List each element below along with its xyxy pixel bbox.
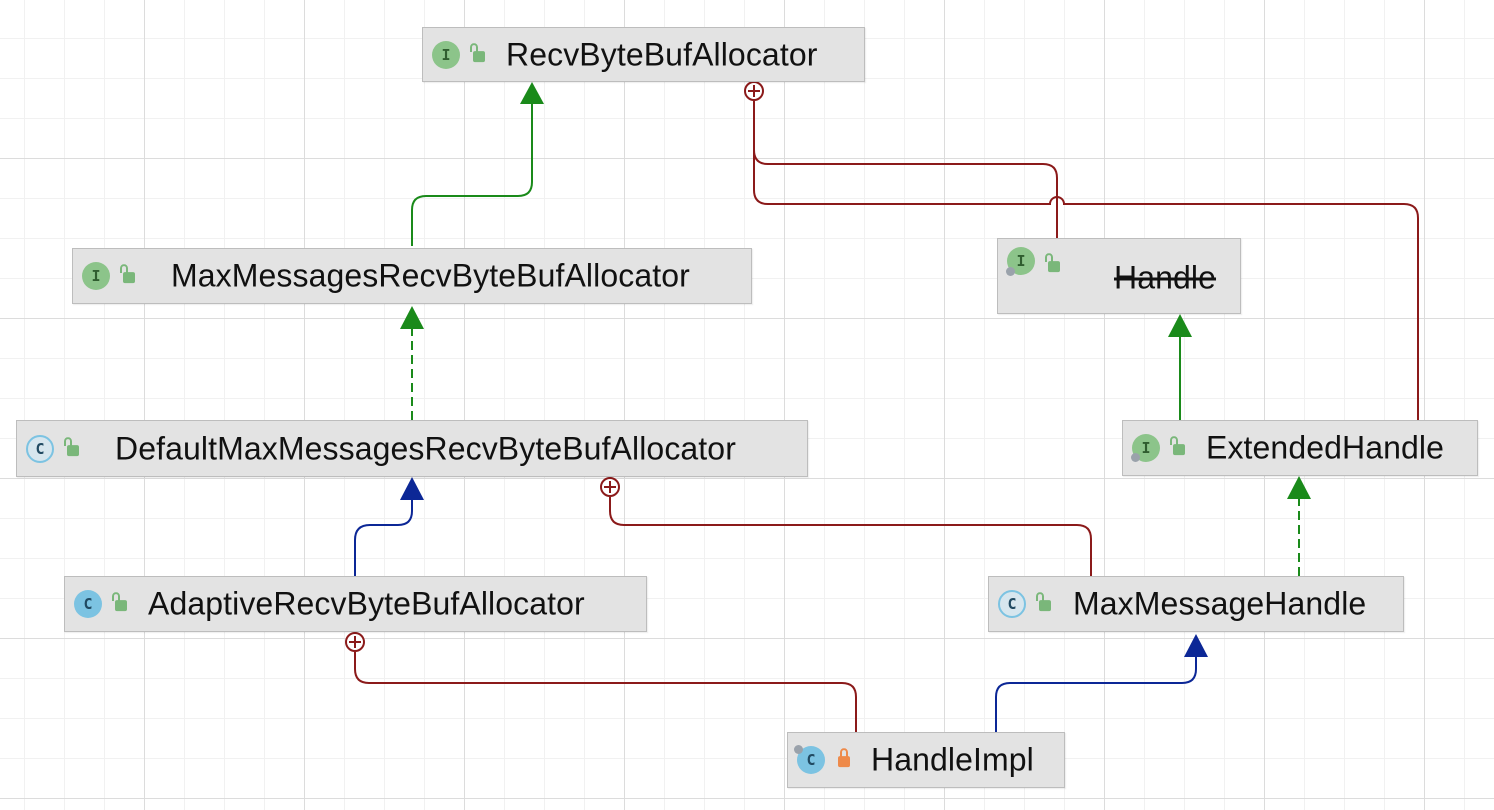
edge-inner-default-maxmessagehandle — [609, 497, 1092, 576]
edge-inner-recv-extendedhandle — [753, 150, 1419, 420]
deprecated-marker-icon — [1006, 267, 1015, 276]
edge-adaptive-extends-default — [354, 500, 413, 576]
node-title: DefaultMaxMessagesRecvByteBufAllocator — [115, 430, 736, 466]
edge-inner-recv-handle — [753, 101, 1058, 238]
arrowhead-maxmessages — [400, 306, 424, 329]
arrowhead-maxmessagehandle — [1184, 634, 1208, 657]
static-marker-icon — [794, 745, 803, 754]
node-maxmessagesrecvbytebufallocator[interactable]: I MaxMessagesRecvByteBufAllocator — [72, 248, 752, 304]
public-lock-icon — [470, 42, 485, 62]
public-lock-icon — [120, 264, 135, 284]
abstract-class-icon: C — [26, 434, 54, 463]
public-lock-icon — [1036, 592, 1051, 612]
node-recvbytebufallocator[interactable]: I RecvByteBufAllocator — [422, 27, 865, 82]
interface-icon: I — [82, 262, 110, 290]
overlay-marker-icon — [1131, 453, 1140, 462]
public-lock-icon — [112, 592, 127, 612]
node-title: RecvByteBufAllocator — [506, 36, 818, 72]
node-title: AdaptiveRecvByteBufAllocator — [148, 585, 585, 622]
node-title: ExtendedHandle — [1206, 429, 1445, 466]
edge-handleimpl-extends-maxmessagehandle — [995, 657, 1197, 732]
edge-maxmessages-extends-recv — [411, 104, 533, 246]
node-handle[interactable]: I Handle — [997, 238, 1241, 314]
public-lock-icon — [1045, 253, 1060, 273]
arrowhead-recv — [520, 82, 544, 104]
node-title: MaxMessagesRecvByteBufAllocator — [171, 257, 690, 294]
arrowhead-extendedhandle — [1287, 476, 1311, 499]
node-maxmessagehandle[interactable]: C MaxMessageHandle — [988, 576, 1404, 632]
arrowhead-handle — [1168, 314, 1192, 337]
public-lock-icon — [64, 436, 79, 456]
node-title: HandleImpl — [871, 741, 1034, 778]
node-title: MaxMessageHandle — [1073, 585, 1367, 622]
node-defaultmaxmessagesrecvbytebufallocator[interactable]: C DefaultMaxMessagesRecvByteBufAllocator — [16, 420, 808, 477]
public-lock-icon — [1170, 436, 1185, 456]
interface-icon: I — [432, 40, 460, 69]
node-title: Handle — [1114, 259, 1217, 296]
node-handleimpl[interactable]: C HandleImpl — [787, 732, 1065, 788]
class-icon: C — [797, 746, 825, 774]
node-extendedhandle[interactable]: I ExtendedHandle — [1122, 420, 1478, 476]
abstract-class-icon: C — [998, 590, 1026, 618]
arrowhead-default — [400, 477, 424, 500]
node-adaptiverecvbytebufallocator[interactable]: C AdaptiveRecvByteBufAllocator — [64, 576, 647, 632]
edge-inner-adaptive-handleimpl — [354, 652, 857, 732]
private-lock-icon — [838, 748, 850, 768]
class-icon: C — [74, 590, 102, 618]
